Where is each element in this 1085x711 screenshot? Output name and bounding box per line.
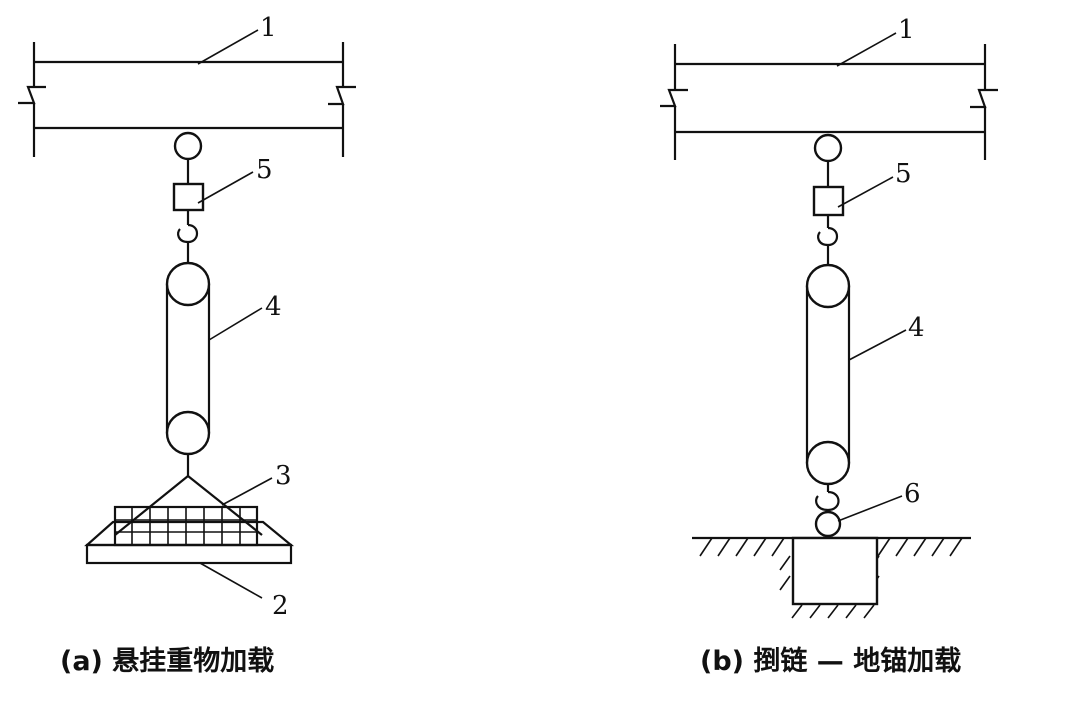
label-2-a: 2 [272,591,289,621]
hook-lower-b [815,490,840,512]
dynamometer-a [172,182,205,212]
panel-b: 1 5 4 6 (b) 捯链 — 地锚加载 [660,15,998,677]
label-1-a: 1 [260,13,277,43]
anchor-ring-b [814,510,842,538]
beam-b [660,44,998,160]
label-5-b: 5 [895,159,912,189]
weights-a [113,505,259,547]
label-4-a: 4 [265,292,282,322]
label-3-a: 3 [275,461,292,491]
hook-b [817,226,839,247]
anchor-block-b [791,536,879,606]
hook-a [177,223,199,244]
beam-a [18,42,356,157]
label-6-b: 6 [904,479,921,509]
label-5-a: 5 [256,155,273,185]
chain-hoist-b [805,263,851,486]
dynamometer-b [812,185,845,217]
caption-a: (a) 悬挂重物加载 [60,646,274,677]
panel-a: 1 5 4 3 2 (a) 悬挂重物加载 [18,13,356,677]
caption-b: (b) 捯链 — 地锚加载 [700,645,961,677]
chain-hoist-a [165,261,211,456]
top-pulley-a [173,131,203,161]
top-pulley-b [813,133,843,163]
label-1-b: 1 [898,15,915,45]
label-4-b: 4 [908,313,925,343]
